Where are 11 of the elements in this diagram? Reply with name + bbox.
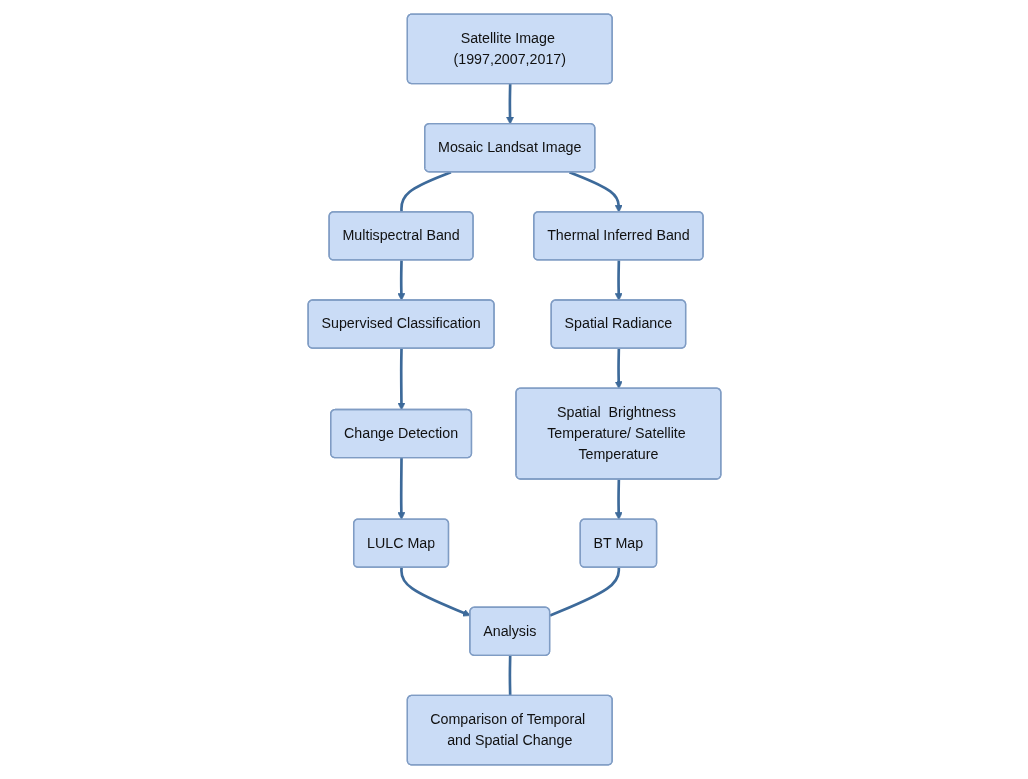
arrow bbox=[397, 348, 405, 411]
arrow bbox=[568, 170, 623, 213]
connector bbox=[399, 170, 451, 213]
arrow bbox=[505, 84, 514, 125]
connector bbox=[549, 567, 620, 617]
arrow bbox=[396, 458, 405, 520]
arrow bbox=[614, 260, 623, 301]
connector bbox=[508, 655, 512, 696]
arrow bbox=[614, 479, 623, 520]
arrow bbox=[396, 260, 405, 301]
arrow bbox=[614, 348, 623, 389]
